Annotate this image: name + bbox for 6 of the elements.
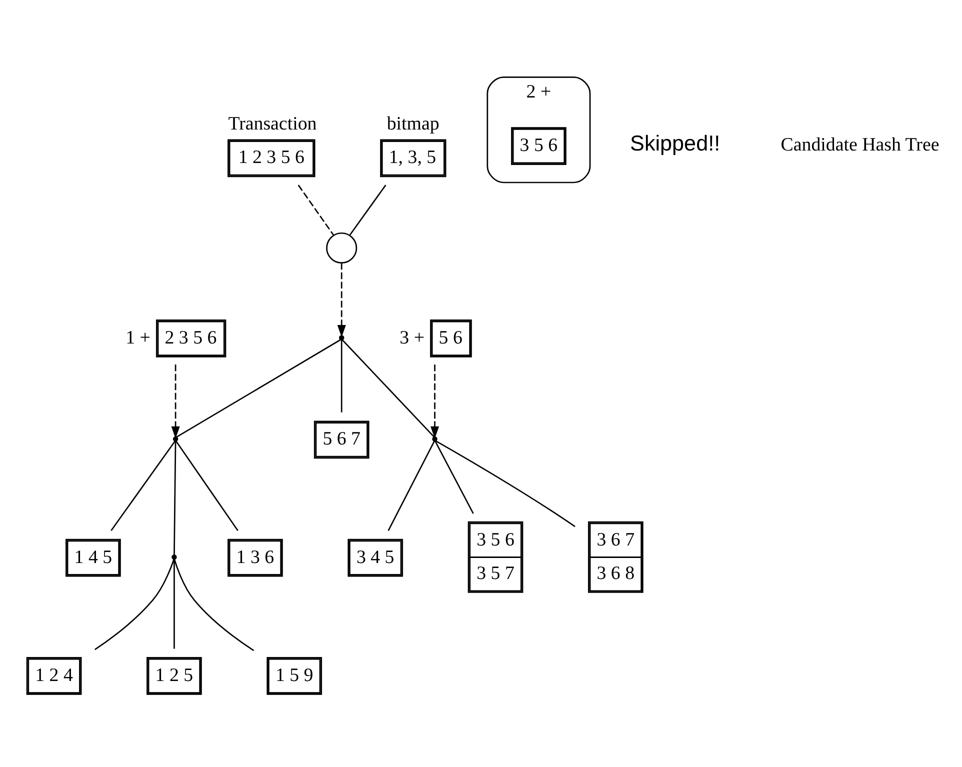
node-label: 3 +: [400, 326, 424, 348]
label: Skipped!!: [630, 130, 720, 156]
node-label: bitmap: [386, 112, 440, 134]
node-label: 1 +: [126, 326, 150, 348]
node-label: Transaction: [228, 112, 317, 134]
label: Candidate Hash Tree: [780, 134, 940, 155]
